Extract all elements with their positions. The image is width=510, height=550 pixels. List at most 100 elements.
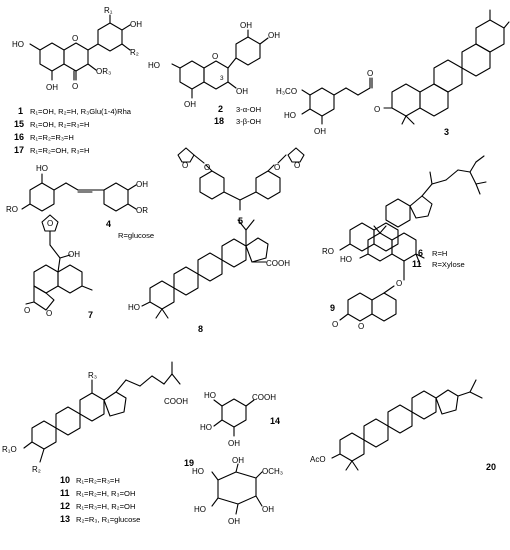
compound-note-1: R₁=OH, R₂=H, R₃Glu(1-4)Rha [30,107,132,116]
label-ho-2: HO [148,61,160,70]
compound-number-12: 12 [60,501,70,511]
label-oh-b2-2: OH [268,31,280,40]
label-o-ether2-5: O [274,163,280,172]
compound-note-10: R₁=R₂=R₃=H [76,476,120,485]
label-o-ring-9: O [358,322,364,331]
compound-note-18: 3-β-OH [236,117,261,126]
label-och3-19: OCH₃ [262,467,283,476]
label-oh-1: OH [46,83,58,92]
label-oh-4: OH [136,180,148,189]
compound-note-11a: R=Xylose [432,260,465,269]
structure-clerodane-lactone [25,214,93,311]
label-o-ether-9: O [396,279,402,288]
structure-lupane-acid [141,219,269,319]
label-ho-4: HO [36,164,48,173]
structure-bisphenol-diglycidyl [177,147,305,211]
compound-note-12: R₁=R₃=H, R₂=OH [76,502,135,511]
compound-number-6: 6 [418,248,423,258]
label-oh-2: OH [184,100,196,109]
label-o-ether1-5: O [204,163,210,172]
label-ho-8: HO [128,303,140,312]
label-ho-top-14: HO [204,391,216,400]
label-r2-1: R₂ [130,48,139,57]
compound-note-2: 3-α-OH [236,105,261,114]
label-ro-6: RO [322,247,334,256]
compound-number-3: 3 [444,127,449,137]
compound-number-2: 2 [218,104,223,114]
label-cooh-10: COOH [164,397,188,406]
compound-number-19: 19 [184,458,194,468]
compound-number-14: 14 [270,416,280,426]
structure-lupeol-acetate [331,379,483,471]
label-or3-1: OR₃ [96,67,111,76]
structure-flavonol [29,14,131,81]
label-oh-2-19: OH [228,517,240,526]
label-oh-3-19: OH [262,505,274,514]
compound-number-10: 10 [60,475,70,485]
label-o-carbonyl-9: O [332,320,338,329]
compound-number-18: 18 [214,116,224,126]
label-ho-3: HO [284,111,296,120]
compound-note-4: R=glucose [118,231,154,240]
label-o-2: O [212,52,218,61]
label-aco-20: AcO [310,455,326,464]
structure-lanostane-acid [23,361,181,463]
compound-number-5: 5 [238,216,243,226]
compound-note-6: R=H [432,249,447,258]
compound-note-11b: R₁=R₂=H, R₃=OH [76,489,135,498]
label-oh-3-2: OH [236,87,248,96]
label-o-1: O [72,82,78,91]
label-o-epox1-5: O [182,161,188,170]
label-ho-2-19: HO [194,505,206,514]
structure-flavan-3-ol [171,29,269,99]
label-o-lactone-7: O [46,309,52,318]
label-c3-2: 3 [220,75,224,82]
label-o-ring-1: O [72,34,78,43]
compound-note-15: R₁=OH, R₂=R₃=H [30,120,89,129]
label-o-carbonyl-7: O [24,306,30,315]
compound-number-4: 4 [106,219,111,229]
compound-number-7: 7 [88,310,93,320]
label-ho-mid-14: HO [200,423,212,432]
structure-cyclitol [211,463,263,515]
label-r2-10: R₂ [32,465,41,474]
compound-note-17: R₁=R₂=OH, R₃=H [30,146,89,155]
label-cooh-8: COOH [266,259,290,268]
compound-number-13: 13 [60,514,70,524]
structure-sterol [339,155,487,252]
label-ho-9: HO [340,255,352,264]
structure-triterpene-ester [301,9,510,125]
label-oh-3: OH [314,127,326,136]
compound-note-16: R₁=R₂=R₃=H [30,133,74,142]
label-oh-14: OH [228,439,240,448]
compound-number-17: 17 [14,145,24,155]
compound-note-13: R₂=R₃, R₁=glucose [76,515,140,524]
label-oh-1-19: OH [232,456,244,465]
label-r1o-10: R₁O [2,445,17,454]
label-ro-4: RO [6,205,18,214]
label-oh-b-1: OH [130,20,142,29]
compound-number-8: 8 [198,324,203,334]
compound-number-11b: 11 [60,488,70,498]
label-cooh-14: COOH [252,393,276,402]
compound-number-20: 20 [486,462,496,472]
label-ho-1: HO [12,40,24,49]
label-or-4: OR [136,206,148,215]
compound-number-9: 9 [330,303,335,313]
structure-diaryl-enyne [21,173,137,212]
label-r3-10: R₃ [88,371,97,380]
label-ho-1-19: HO [192,467,204,476]
compound-number-16: 16 [14,132,24,142]
label-r1-1: R₁ [104,6,113,15]
structure-gallic-acid [213,398,255,437]
label-h3co-3: H₃CO [276,87,297,96]
compound-number-15: 15 [14,119,24,129]
label-oh-b1-2: OH [240,21,252,30]
label-oh-7: OH [68,250,80,259]
compound-number-11a: 11 [412,259,422,269]
structure-sesquiterpene-coumarin [339,225,425,322]
compound-number-1: 1 [18,106,23,116]
label-o-furan-7: O [47,219,53,228]
